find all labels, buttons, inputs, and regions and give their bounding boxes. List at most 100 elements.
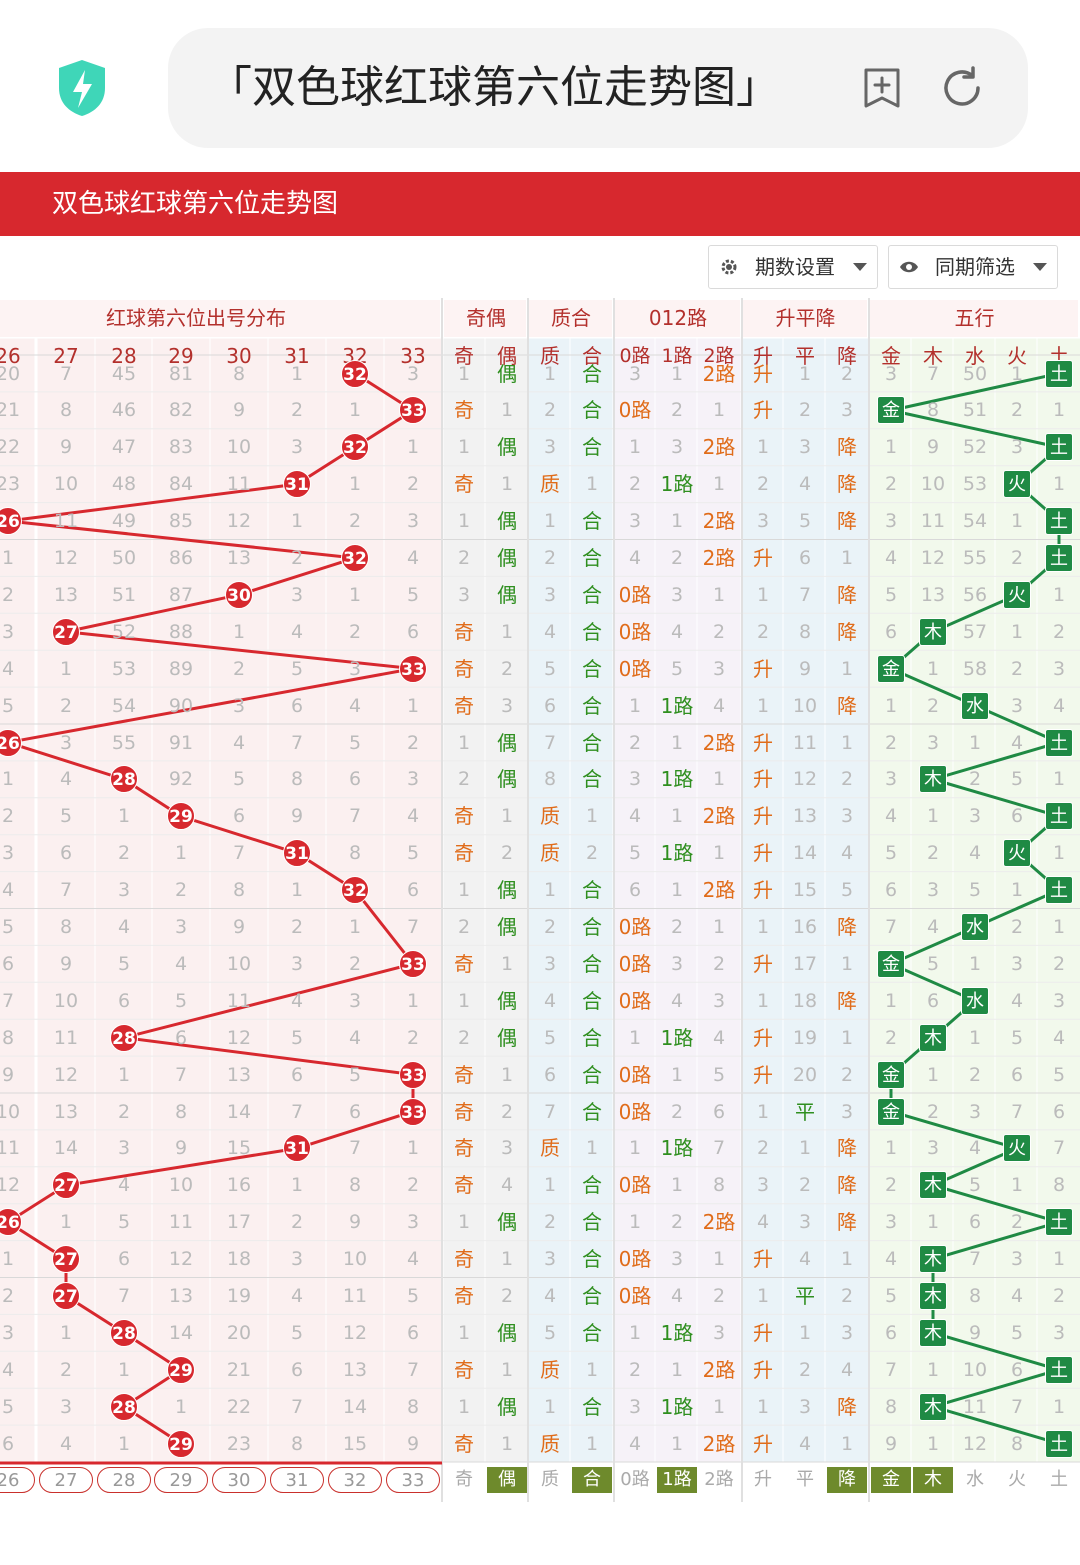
miss-count-cell: 8 (232, 362, 246, 385)
miss-count-cell: 7 (798, 583, 812, 606)
miss-count-cell: 5 (884, 1285, 898, 1307)
miss-count-cell: 1 (457, 1321, 471, 1344)
miss-count-cell: 4 (628, 1432, 642, 1455)
miss-count-cell: 5 (1010, 768, 1024, 791)
miss-count-cell: 8 (712, 1174, 726, 1197)
miss-count-cell: 1 (756, 1100, 770, 1123)
miss-count-cell: 1 (543, 510, 557, 533)
miss-count-cell: 2 (457, 768, 471, 791)
attribute-mark: 合 (582, 1210, 602, 1235)
drawn-number-ball: 33 (399, 949, 427, 978)
miss-count-cell: 3 (1010, 1248, 1024, 1271)
miss-count-cell: 11 (792, 731, 818, 754)
attribute-mark: 合 (582, 1320, 602, 1345)
miss-count-cell: 1 (840, 1026, 854, 1049)
miss-count-cell: 6 (290, 1358, 304, 1381)
miss-count-cell: 4 (543, 1285, 557, 1307)
wuxing-tag: 土 (1045, 802, 1073, 831)
miss-count-cell: 2 (670, 916, 684, 938)
miss-count-cell: 1 (884, 989, 898, 1012)
attribute-mark: 奇 (454, 1173, 474, 1198)
miss-count-cell: 9 (798, 657, 812, 680)
attribute-mark: 奇 (454, 619, 474, 644)
miss-count-cell: 1 (500, 805, 514, 828)
miss-count-cell: 2 (1010, 1211, 1024, 1234)
attribute-mark: 合 (582, 361, 602, 386)
miss-count-cell: 1 (628, 1137, 642, 1160)
miss-count-cell: 4 (1052, 1026, 1066, 1049)
attribute-mark: 质 (540, 472, 560, 497)
address-bar[interactable]: 「双色球红球第六位走势图」 (168, 28, 1028, 148)
attribute-mark: 奇 (454, 472, 474, 497)
column-group-header: 奇偶 (466, 306, 506, 330)
miss-count-cell: 6 (884, 620, 898, 643)
miss-count-cell: 5 (1, 1395, 15, 1418)
miss-count-cell: 3 (926, 1137, 940, 1160)
miss-count-cell: 3 (543, 583, 557, 606)
miss-count-cell: 7 (968, 1248, 982, 1271)
miss-count-cell: 7 (59, 879, 73, 902)
miss-count-cell: 1 (457, 879, 471, 902)
miss-count-cell: 1 (712, 583, 726, 606)
attribute-mark: 2路 (702, 546, 736, 570)
miss-count-cell: 4 (840, 842, 854, 865)
bookmark-add-icon[interactable] (858, 64, 906, 112)
miss-count-cell: 2 (59, 694, 73, 717)
miss-count-cell: 3 (59, 1395, 73, 1418)
footer-cell: 木 (913, 1467, 953, 1493)
miss-count-cell: 11 (53, 510, 79, 533)
miss-count-cell: 22 (0, 436, 21, 459)
miss-count-cell: 5 (712, 1063, 726, 1086)
miss-count-cell: 1 (348, 583, 362, 606)
miss-count-cell: 10 (226, 436, 252, 459)
column-header: 27 (53, 344, 79, 368)
attribute-mark: 0路 (618, 1247, 652, 1272)
miss-count-cell: 4 (1052, 694, 1066, 717)
same-period-filter-button[interactable]: 同期筛选 (888, 245, 1058, 289)
miss-count-cell: 5 (290, 1026, 304, 1049)
miss-count-cell: 3 (406, 362, 420, 385)
reload-icon[interactable] (938, 64, 986, 112)
miss-count-cell: 7 (290, 1100, 304, 1123)
miss-count-cell: 6 (543, 1063, 557, 1086)
miss-count-cell: 3 (628, 768, 642, 791)
miss-count-cell: 2 (1052, 952, 1066, 975)
lightning-shield-icon[interactable] (55, 58, 109, 118)
column-background (484, 337, 530, 1463)
attribute-mark: 奇 (454, 1357, 474, 1382)
miss-count-cell: 21 (0, 399, 21, 422)
periods-setting-button[interactable]: 期数设置 (708, 245, 878, 289)
drawn-number-ball: 31 (283, 1134, 311, 1163)
attribute-mark: 合 (582, 988, 602, 1013)
miss-count-cell: 2 (628, 1358, 642, 1381)
miss-count-cell: 4 (884, 1248, 898, 1271)
miss-count-cell: 4 (756, 1211, 770, 1234)
miss-count-cell: 3 (290, 583, 304, 606)
attribute-mark: 合 (582, 878, 602, 903)
attribute-mark: 偶 (497, 1210, 517, 1235)
miss-count-cell: 6 (1010, 1358, 1024, 1381)
miss-count-cell: 3 (348, 989, 362, 1012)
miss-count-cell: 1 (670, 1432, 684, 1455)
wuxing-tag: 土 (1045, 1429, 1073, 1458)
miss-count-cell: 7 (174, 1063, 188, 1086)
miss-count-cell: 1 (840, 1432, 854, 1455)
url-text[interactable]: 「双色球红球第六位走势图」 (208, 62, 780, 113)
miss-count-cell: 3 (543, 1248, 557, 1271)
miss-count-cell: 3 (628, 1395, 642, 1418)
miss-count-cell: 22 (226, 1395, 252, 1418)
miss-count-cell: 3 (884, 768, 898, 791)
miss-count-cell: 1 (670, 731, 684, 754)
miss-count-cell: 53 (111, 657, 137, 680)
miss-count-cell: 2 (1, 805, 15, 828)
footer-cell: 火 (1008, 1469, 1026, 1490)
miss-count-cell: 15 (342, 1432, 368, 1455)
attribute-mark: 降 (837, 509, 857, 534)
miss-count-cell: 1 (1010, 510, 1024, 533)
miss-count-cell: 19 (792, 1026, 818, 1049)
miss-count-cell: 2 (1052, 1285, 1066, 1307)
miss-count-cell: 12 (792, 768, 818, 791)
miss-count-cell: 2 (500, 842, 514, 865)
miss-count-cell: 91 (168, 731, 194, 754)
miss-count-cell: 13 (53, 1100, 79, 1123)
